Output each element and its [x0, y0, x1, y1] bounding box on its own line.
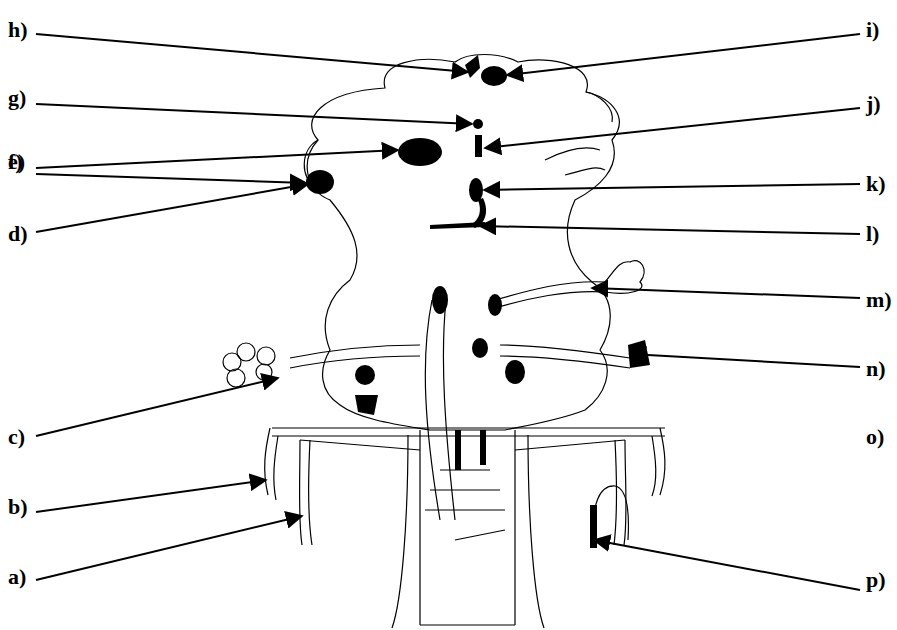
callout-letter: m) [866, 288, 892, 312]
callout-letter: o) [866, 425, 884, 449]
callout-letter: n) [866, 357, 886, 381]
callout-letter: d) [8, 222, 28, 246]
callout-letter: a) [8, 565, 26, 589]
leader-lines [36, 34, 860, 590]
callout-letter: c) [8, 425, 25, 449]
callout-letter: f) [8, 150, 23, 174]
callout-letter: b) [8, 495, 28, 519]
callout-letter: h) [8, 18, 28, 42]
callout-letter: k) [866, 172, 886, 196]
callout-letter: i) [866, 18, 879, 42]
callout-letter: j) [866, 92, 881, 116]
callout-letter: g) [8, 86, 26, 110]
callout-letter: l) [866, 222, 879, 246]
brain-structures [306, 55, 650, 548]
callout-letter: p) [866, 568, 886, 592]
brain-outline [223, 55, 665, 629]
